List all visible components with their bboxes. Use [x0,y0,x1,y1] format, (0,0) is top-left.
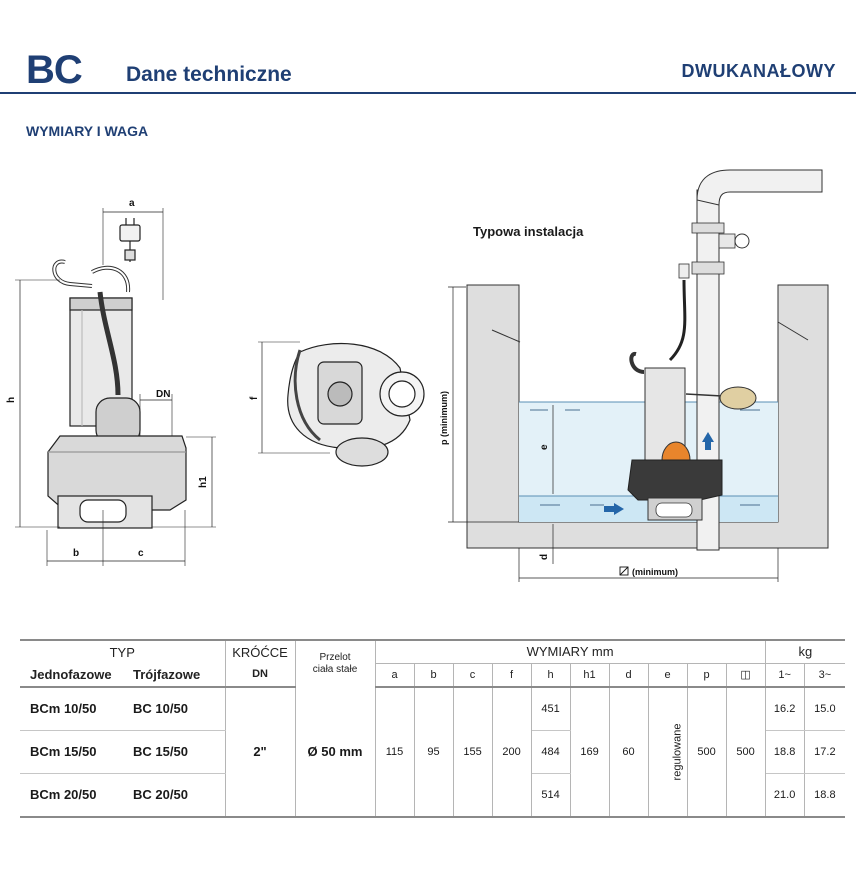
install-label-width: (minimum) [632,567,678,577]
header-dim-e: e [648,662,688,688]
spec-table: TYP KRÓĆCE Przelot ciała stałe WYMIARY m… [20,639,846,818]
header-dim-square: ◫ [726,662,766,688]
header-dim-p: p [687,662,727,688]
header-typ: TYP [20,639,226,663]
cell-a: 115 [375,686,415,818]
header-rule [0,92,856,94]
header-krocce: KRÓĆCE [225,639,296,663]
pump-side-view [15,208,216,566]
brand-title: BC [26,48,83,92]
dim-label-b: b [73,548,79,559]
header-przelot-line1: Przelot [319,651,351,663]
header-kg-1: 1~ [765,662,805,688]
install-label-e: e [539,444,550,450]
dim-label-h: h [6,397,17,403]
dim-label-h1: h1 [198,476,209,488]
row-three-name: BC 15/50 [127,730,226,774]
row-three-name: BC 20/50 [127,773,226,818]
install-label-d: d [539,554,550,560]
cell-h: 484 [531,730,571,774]
table-row: BCm 15/50 BC 15/50 484 18.8 17.2 [20,730,846,774]
header-dn: DN [225,663,296,688]
category-label: DWUKANAŁOWY [681,61,836,81]
install-label-p: p (minimum) [439,391,449,445]
header-wymiary: WYMIARY mm [375,639,766,663]
cell-c: 155 [453,686,493,818]
header-dim-h1: h1 [570,662,610,688]
installation-drawing [448,169,829,582]
technical-drawings: a h h1 DN b c f [6,169,829,582]
header-dim-c: c [453,662,493,688]
section-title: WYMIARY I WAGA [26,123,149,139]
header-kg-3: 3~ [804,662,846,688]
header-przelot-line2: ciała stałe [312,663,358,675]
header-przelot: Przelot ciała stałe [295,639,376,687]
header-dim-a: a [375,662,415,688]
cell-dn: 2" [225,686,296,818]
cell-kg1: 16.2 [765,686,805,731]
table-row: BCm 10/50 BC 10/50 2" Ø 50 mm 115 95 155… [20,686,846,818]
pump-top-view [258,341,425,467]
cell-h1: 169 [570,686,610,818]
header-dim-f: f [492,662,532,688]
square-symbol-icon [619,566,629,576]
dim-label-dn: DN [156,389,170,400]
cell-kg1: 21.0 [765,773,805,818]
cell-e-text: regulowane [670,723,683,780]
header-trojfazowe: Trójfazowe [127,663,226,688]
cell-f: 200 [492,686,532,818]
header-jednofazowe: Jednofazowe [20,663,127,688]
row-single-name: BCm 10/50 [20,686,127,731]
row-three-name: BC 10/50 [127,686,226,731]
table-row: BCm 20/50 BC 20/50 514 21.0 18.8 [20,773,846,818]
dim-label-c: c [138,548,144,559]
cell-kg3: 18.8 [804,773,846,818]
header-kg: kg [765,639,846,663]
header-dim-d: d [609,662,649,688]
page-subtitle: Dane techniczne [126,63,292,86]
row-single-name: BCm 15/50 [20,730,127,774]
cell-square: 500 [726,686,766,818]
header-dim-h: h [531,662,571,688]
row-single-name: BCm 20/50 [20,773,127,818]
cell-b: 95 [414,686,454,818]
cell-p: 500 [687,686,727,818]
dim-label-a: a [129,198,135,209]
dim-label-f: f [249,396,260,400]
cell-d: 60 [609,686,649,818]
cell-e: regulowane [648,686,688,818]
installation-title: Typowa instalacja [473,224,584,239]
header-dim-b: b [414,662,454,688]
cell-h: 514 [531,773,571,818]
cell-przelot: Ø 50 mm [295,686,376,818]
cell-kg1: 18.8 [765,730,805,774]
cell-kg3: 15.0 [804,686,846,731]
cell-kg3: 17.2 [804,730,846,774]
cell-h: 451 [531,686,571,731]
square-diagonal [619,566,629,576]
